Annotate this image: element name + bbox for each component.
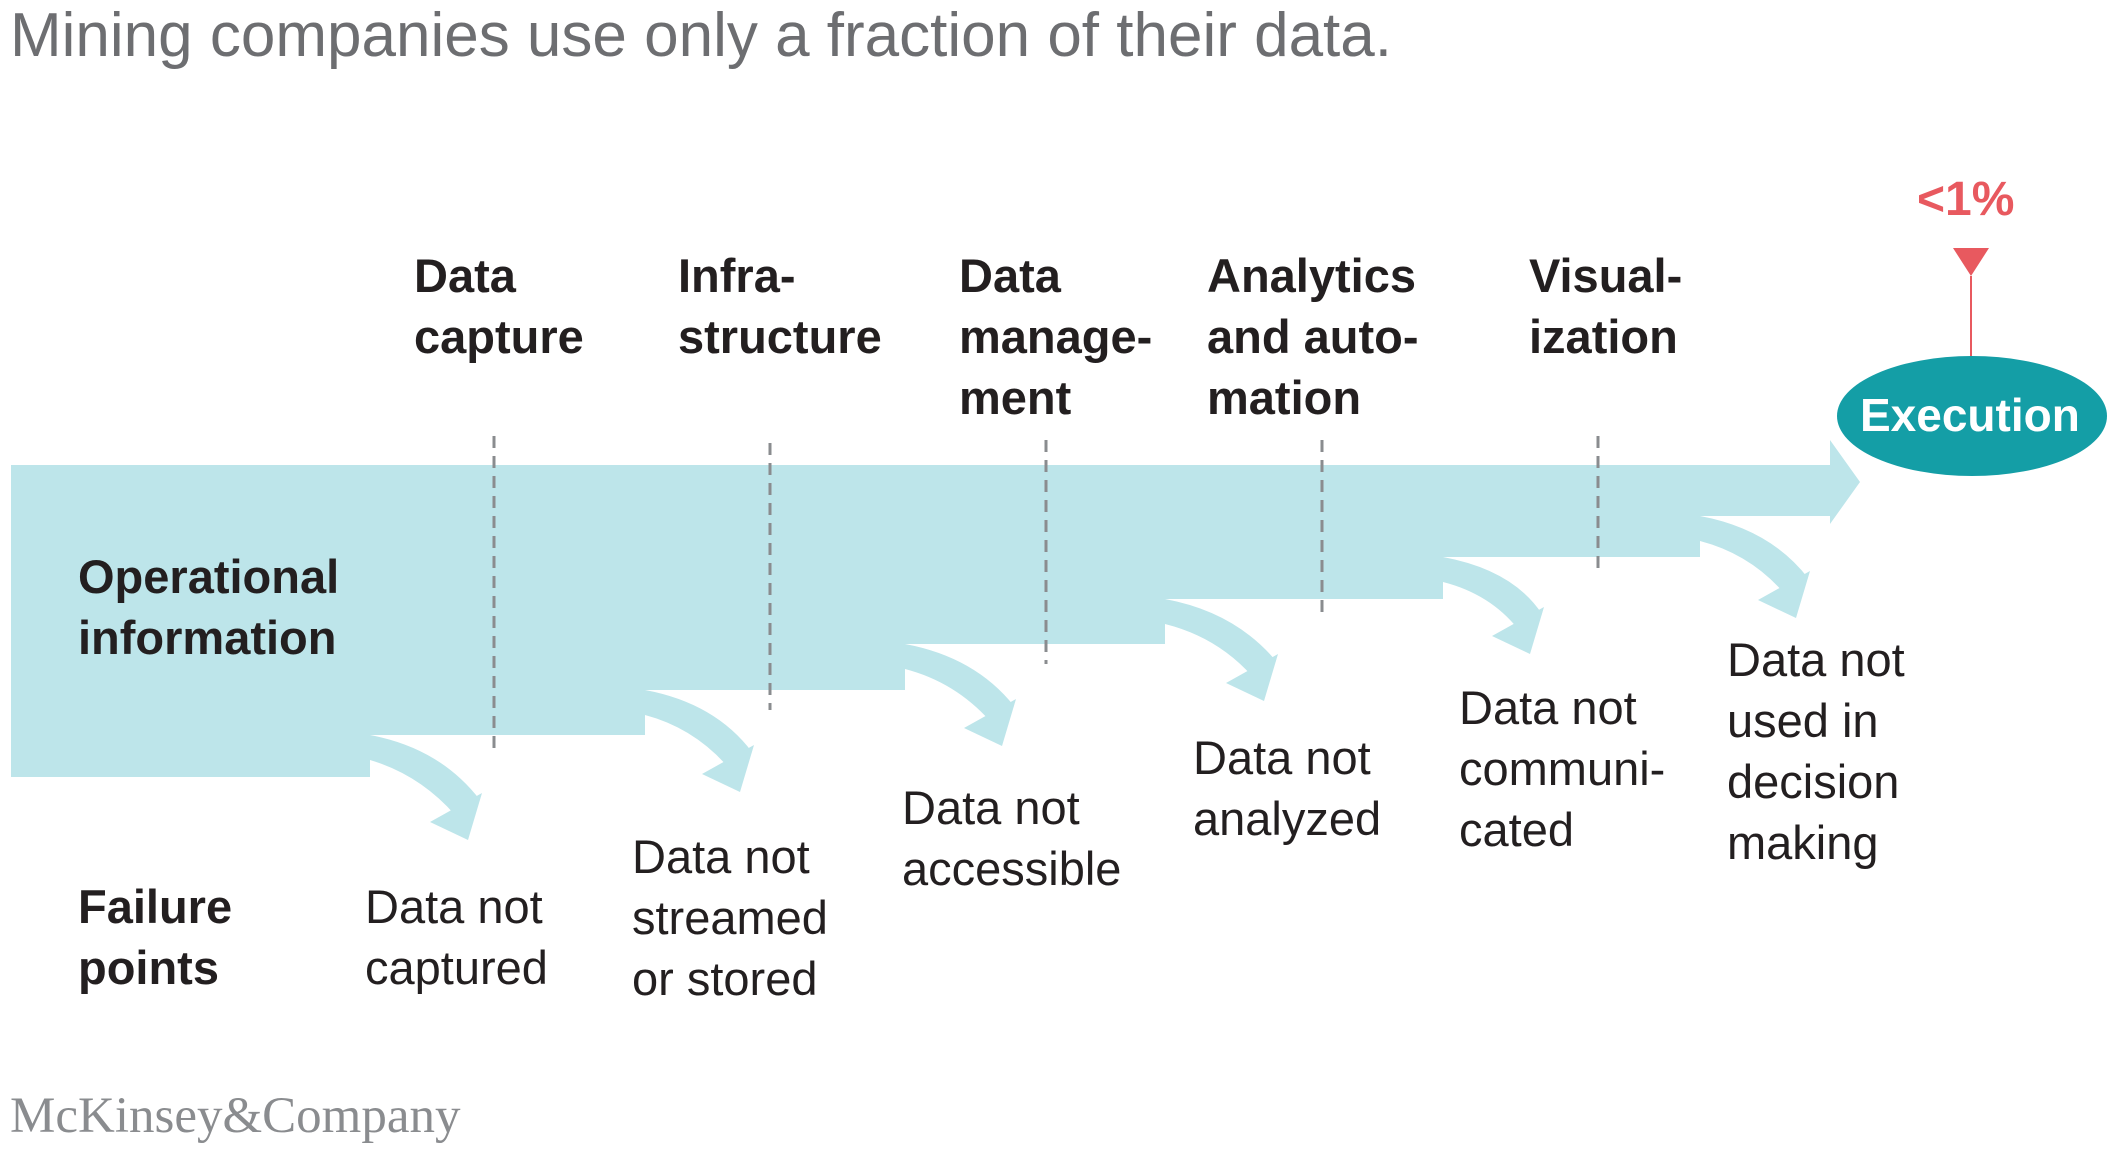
execution-share-label: <1% <box>1917 173 2015 226</box>
failure-arrow-5 <box>1443 557 1544 654</box>
stage-label-visualization: Visual- ization <box>1529 249 1683 363</box>
failure-label-not-analyzed: Data not analyzed <box>1193 731 1382 845</box>
operational-flow-band <box>11 440 1860 777</box>
failure-arrow-4 <box>1165 599 1278 701</box>
row-label-operational: Operational information <box>78 550 340 664</box>
share-marker-triangle <box>1953 248 1989 276</box>
stage-label-data-management: Data manage- ment <box>959 249 1153 424</box>
page-title: Mining companies use only a fraction of … <box>10 1 1392 70</box>
failure-arrow-2 <box>645 690 754 792</box>
brand-logo: McKinsey&Company <box>10 1088 461 1144</box>
failure-arrow-6 <box>1700 516 1810 618</box>
execution-ellipse <box>1837 356 2107 476</box>
failure-label-not-communicated: Data not communi- cated <box>1459 681 1666 856</box>
failure-label-not-accessible: Data not accessible <box>902 781 1122 895</box>
failure-arrow-3 <box>905 644 1016 746</box>
execution-label: Execution <box>1860 389 2080 441</box>
stage-label-infrastructure: Infra- structure <box>678 249 882 363</box>
failure-label-not-captured: Data not captured <box>365 880 548 994</box>
row-label-failure: Failure points <box>78 880 233 994</box>
failure-arrow-1 <box>370 735 482 840</box>
failure-label-not-streamed: Data not streamed or stored <box>632 830 828 1005</box>
stage-label-analytics: Analytics and auto- mation <box>1207 249 1419 424</box>
stage-label-data-capture: Data capture <box>414 249 584 363</box>
failure-label-not-used: Data not used in decision making <box>1727 633 1905 869</box>
